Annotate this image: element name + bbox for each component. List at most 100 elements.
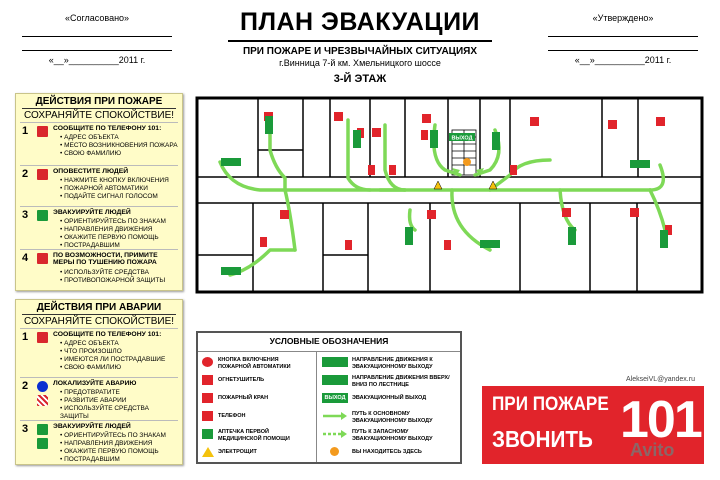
step-item: НАПРАВЛЕНИЯ ДВИЖЕНИЯ (60, 226, 166, 234)
approval-line (22, 37, 172, 51)
fire-step: 2 ОПОВЕСТИТЕ ЛЮДЕЙ НАЖМИТЕ КНОПКУ ВКЛЮЧЕ… (20, 165, 178, 205)
legend: УСЛОВНЫЕ ОБОЗНАЧЕНИЯ КНОПКА ВКЛЮЧЕНИЯ ПО… (196, 331, 462, 464)
step-number: 2 (22, 168, 29, 180)
legend-title: УСЛОВНЫЕ ОБОЗНАЧЕНИЯ (269, 336, 389, 346)
phone-icon (202, 411, 213, 421)
extinguisher-icon (421, 130, 428, 140)
exit-direction-icon (568, 227, 576, 245)
confirmation-date: «__»__________2011 г. (574, 55, 672, 65)
legend-item: НАПРАВЛЕНИЕ ДВИЖЕНИЯ К ЭВАКУАЦИОННОМУ ВЫ… (352, 357, 433, 370)
step-number: 1 (22, 331, 29, 343)
plan-icons (221, 112, 672, 275)
phone-icon (656, 117, 665, 126)
alarm-button-icon (37, 169, 48, 180)
accident-step: 1 СООБЩИТЕ ПО ТЕЛЕФОНУ 101: АДРЕС ОБЪЕКТ… (20, 328, 178, 376)
exit-direction-icon (480, 240, 500, 248)
floor-plan: ВЫХОД (195, 96, 704, 294)
first-aid-icon (37, 438, 48, 449)
confirmation-line (548, 29, 698, 37)
running-man-icon (37, 424, 48, 435)
step-title: ЭВАКУИРУЙТЕ ЛЮДЕЙ (53, 209, 131, 216)
step-number: 4 (22, 252, 29, 264)
fire-step: 4 ПО ВОЗМОЖНОСТИ, ПРИМИТЕ МЕРЫ ПО ТУШЕНИ… (20, 249, 178, 289)
step-number: 2 (22, 380, 29, 392)
legend-item: ЭВАКУАЦИОННЫЙ ВЫХОД (352, 395, 427, 401)
extinguisher-icon (345, 240, 352, 250)
exit-sign-icon: ВЫХОД (322, 393, 348, 403)
fire-hydrant-icon (202, 393, 213, 403)
legend-item: ВЫ НАХОДИТЕСЬ ЗДЕСЬ (352, 449, 422, 455)
fire-step: 3 ЭВАКУИРУЙТЕ ЛЮДЕЙ ОРИЕНТИРУЙТЕСЬ ПО ЗН… (20, 206, 178, 249)
accident-panel-calm: СОХРАНЯЙТЕ СПОКОЙСТВИЕ! (23, 316, 175, 327)
legend-item: КНОПКА ВКЛЮЧЕНИЯ ПОЖАРНОЙ АВТОМАТИКИ (218, 357, 291, 370)
address: г.Винница 7-й км. Хмельницкого шоссе (279, 58, 441, 68)
exit-direction-icon (322, 357, 348, 367)
approval-date: «__»__________2011 г. (48, 55, 146, 65)
step-number: 3 (22, 423, 29, 435)
approval-label: «Согласовано» (64, 13, 130, 23)
electric-panel-icon (433, 180, 443, 190)
author-watermark: AlekseiVL@yandex.ru (626, 376, 695, 383)
step-title: СООБЩИТЕ ПО ТЕЛЕФОНУ 101: (53, 331, 162, 338)
alarm-button-icon (202, 357, 213, 367)
accident-actions-panel: ДЕЙСТВИЯ ПРИ АВАРИИ СОХРАНЯЙТЕ СПОКОЙСТВ… (15, 299, 183, 465)
exit-direction-icon (660, 230, 668, 248)
legend-item: АПТЕЧКА ПЕРВОЙ МЕДИЦИНСКОЙ ПОМОЩИ (218, 429, 290, 442)
step-item: СВОЮ ФАМИЛИЮ (60, 364, 165, 372)
step-item: ЧТО ПРОИЗОШЛО (60, 348, 165, 356)
confirmation-label: «Утверждено» (592, 13, 654, 23)
extinguisher-icon (510, 165, 517, 175)
extinguisher-icon (202, 375, 213, 385)
call-box-number: 101 (620, 391, 703, 449)
exit-sign-label: ВЫХОД (451, 136, 472, 142)
call-box-line2: ЗВОНИТЬ (492, 426, 593, 452)
electric-panel-icon (202, 447, 214, 457)
phone-icon (37, 126, 48, 137)
step-item: ПОДАЙТЕ СИГНАЛ ГОЛОСОМ (60, 193, 169, 201)
step-title: ПО ВОЗМОЖНОСТИ, ПРИМИТЕ МЕРЫ ПО ТУШЕНИЮ … (53, 252, 158, 266)
extinguisher-icon (37, 253, 48, 264)
confirmation-line (548, 37, 698, 51)
exit-sign (449, 133, 475, 141)
step-item: ОРИЕНТИРУЙТЕСЬ ПО ЗНАКАМ (60, 432, 166, 440)
legend-item: ТЕЛЕФОН (218, 413, 246, 419)
step-item: ОРИЕНТИРУЙТЕСЬ ПО ЗНАКАМ (60, 218, 166, 226)
page-title: ПЛАН ЭВАКУАЦИИ (228, 8, 492, 42)
step-item: АДРЕС ОБЪЕКТА (60, 134, 178, 142)
evacuation-paths (218, 118, 667, 277)
stairs-up-icon (322, 375, 348, 385)
exit-direction-icon (430, 130, 438, 148)
path-arrows (452, 168, 484, 176)
step-item: ИСПОЛЬЗУЙТЕ СРЕДСТВА ЗАЩИТЫ (60, 405, 178, 421)
step-title: ЛОКАЛИЗУЙТЕ АВАРИЮ (53, 380, 137, 387)
main-path-icon (323, 412, 347, 420)
phone-icon (280, 210, 289, 219)
extinguisher-icon (444, 240, 451, 250)
step-item: ПРЕДОТВРАТИТЕ (60, 389, 178, 397)
call-fire-box: ПРИ ПОЖАРЕ ЗВОНИТЬ 101 (482, 386, 704, 464)
accident-panel-title: ДЕЙСТВИЯ ПРИ АВАРИИ (22, 302, 176, 315)
confirmation-block: «Утверждено» «__»__________2011 г. (548, 13, 698, 65)
you-are-here-icon (463, 158, 471, 166)
phone-icon (608, 120, 617, 129)
call-box-line1: ПРИ ПОЖАРЕ (492, 394, 609, 415)
electric-panel-icon (488, 180, 498, 190)
approval-line (22, 29, 172, 37)
outer-walls (195, 96, 704, 294)
step-item: ИСПОЛЬЗУЙТЕ СРЕДСТВА (60, 269, 165, 277)
step-item: РАЗВИТИЕ АВАРИИ (60, 397, 178, 405)
first-aid-icon (202, 429, 213, 439)
exit-direction-icon (221, 267, 241, 275)
fire-panel-title: ДЕЙСТВИЯ ПРИ ПОЖАРЕ (22, 96, 176, 109)
step-item: ПОЖАРНОЙ АВТОМАТИКИ (60, 185, 169, 193)
step-item: ПРОТИВОПОЖАРНОЙ ЗАЩИТЫ (60, 277, 165, 285)
running-man-icon (37, 210, 48, 221)
extinguisher-icon (665, 225, 672, 235)
phone-icon (422, 114, 431, 123)
step-item: МЕСТО ВОЗНИКНОВЕНИЯ ПОЖАРА (60, 142, 177, 150)
approval-block: «Согласовано» «__»__________2011 г. (22, 13, 172, 65)
accident-step: 2 ЛОКАЛИЗУЙТЕ АВАРИЮ ПРЕДОТВРАТИТЕРАЗВИТ… (20, 377, 178, 421)
step-item: НАПРАВЛЕНИЯ ДВИЖЕНИЯ (60, 440, 166, 448)
step-item: СВОЮ ФАМИЛИЮ (60, 150, 178, 158)
step-item: ПОСТРАДАВШИМ (60, 456, 166, 464)
